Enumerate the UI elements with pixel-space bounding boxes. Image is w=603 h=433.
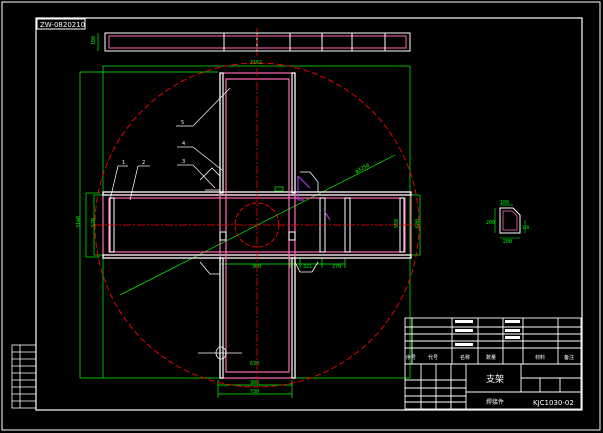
center-lines xyxy=(95,68,420,385)
dim-bottom-300: 300 xyxy=(250,380,259,386)
drawing-code: KJC1030-02 xyxy=(533,399,574,407)
dim-center-370: 370 xyxy=(332,264,341,270)
dim-right-inner: 550 xyxy=(394,219,400,228)
callout-3: 3 xyxy=(182,159,185,165)
top-elevation-view: 100 xyxy=(91,28,411,56)
bottom-center-marker xyxy=(198,346,242,360)
callout-4: 4 xyxy=(182,141,185,147)
drawing-title: 支架 xyxy=(486,373,504,385)
dim-right-outer: 680 xyxy=(415,219,421,228)
dim-left-height: 3140 xyxy=(76,216,82,228)
header-col-3: 数量 xyxy=(486,354,496,361)
drawing-tag: ZW-0820210 xyxy=(40,21,85,29)
dim-bottom-630: 630 xyxy=(250,361,259,367)
header-col-2: 名称 xyxy=(460,354,470,361)
dim-diameter: φ3250 xyxy=(354,163,370,175)
drawing-tag-box xyxy=(36,18,86,30)
callout-leaders xyxy=(109,87,231,201)
header-col-0: 序号 xyxy=(406,354,416,361)
detail-right: 120 xyxy=(522,225,530,230)
drawing-material: 焊接件 xyxy=(486,398,504,406)
dim-overall-width: 3162 xyxy=(250,60,262,66)
vertical-beam xyxy=(219,72,296,379)
detail-left: 200 xyxy=(486,220,495,226)
gusset-plates xyxy=(199,167,319,275)
callout-2: 2 xyxy=(142,160,145,166)
callout-5: 5 xyxy=(181,120,184,126)
green-marker xyxy=(274,186,284,192)
header-col-1: 代号 xyxy=(428,354,438,361)
header-col-4: 材料 xyxy=(535,354,545,361)
detail-profile xyxy=(494,204,526,239)
dimension-frames xyxy=(79,65,421,398)
accent-marks xyxy=(297,175,331,221)
header-col-5: 备注 xyxy=(564,354,574,361)
detail-top: 100 xyxy=(500,200,509,206)
title-block xyxy=(404,317,582,410)
callout-1: 1 xyxy=(122,160,125,166)
detail-bottom: 200 xyxy=(503,239,512,245)
dim-bottom-730: 730 xyxy=(250,389,259,395)
left-margin-table xyxy=(11,344,37,409)
dim-top-view-height: 100 xyxy=(91,36,97,45)
inner-frame xyxy=(35,17,583,411)
dim-center-300: 300 xyxy=(252,264,261,270)
diameter-line xyxy=(119,154,396,296)
dim-center-321: 321 xyxy=(303,264,312,270)
dim-left-inner: 570 xyxy=(91,218,97,227)
